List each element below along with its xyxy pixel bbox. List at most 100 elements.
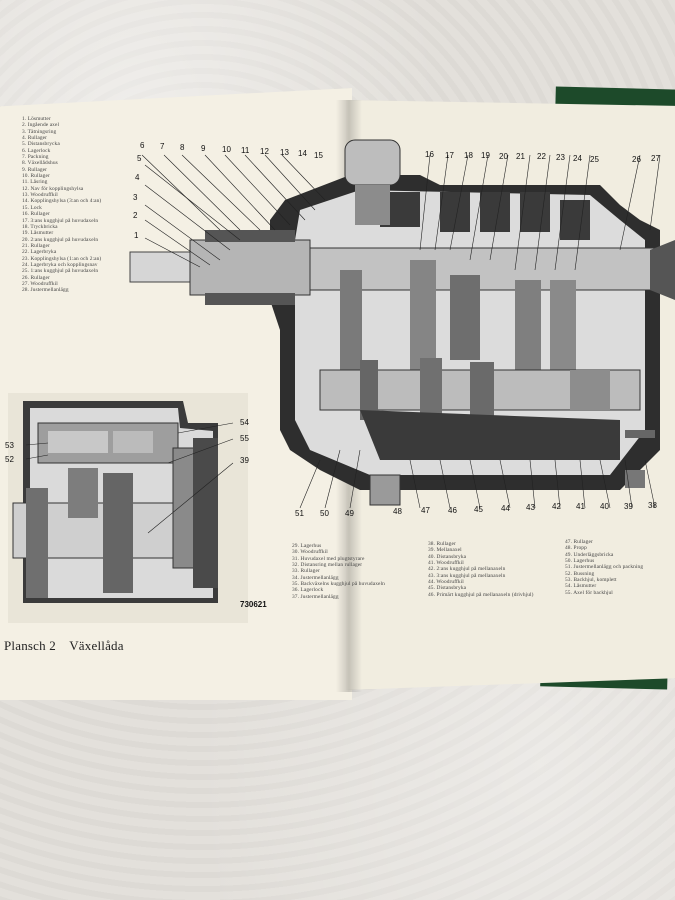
plate-title: Växellåda xyxy=(69,638,124,653)
legend-entry: 32. Distansring mellan rullager xyxy=(292,562,363,569)
legend-entry: 48. Propp xyxy=(565,545,587,552)
legend-entry: 21. Rullager xyxy=(22,242,50,249)
plate-caption: Plansch 2 Växellåda xyxy=(4,638,134,654)
callout-number: 19 xyxy=(481,151,490,160)
legend-entry: 4. Rullager xyxy=(22,135,48,142)
legend-entry: 46. Primärt kugghjul på mellanaxeln (dri… xyxy=(428,591,534,598)
callout-number: 39 xyxy=(240,456,249,465)
callout-number: 7 xyxy=(160,142,165,151)
callout-number: 42 xyxy=(552,502,561,511)
legend-entry: 25. 1:ans kugghjul på huvudaxeln xyxy=(22,268,99,275)
callout-number: 40 xyxy=(600,502,609,511)
legend-entry: 39. Mellanaxel xyxy=(428,547,462,554)
callout-number: 22 xyxy=(537,152,546,161)
legend-entry: 55. Axel för backhjul xyxy=(565,589,613,596)
legend-entry: 34. Justermellanlägg xyxy=(292,574,339,581)
legend-entry: 12. Nav för kopplingshylsa xyxy=(22,185,84,192)
legend-entry: 50. Lagerhus xyxy=(565,558,595,565)
legend-entry: 20. 2:ans kugghjul på huvudaxeln xyxy=(22,236,99,243)
callout-number: 15 xyxy=(314,151,323,160)
callout-number: 16 xyxy=(425,150,434,159)
legend-entry: 2. Ingående axel xyxy=(22,122,60,129)
legend-entry: 9. Rullager xyxy=(22,166,48,173)
legend-entry: 1. Lösmutter xyxy=(22,116,51,122)
callout-number: 10 xyxy=(222,145,231,154)
callout-number: 53 xyxy=(5,441,14,450)
legend-entry: 53. Backhjul, komplett xyxy=(565,577,617,584)
legend-entry: 3. Tätningsring xyxy=(22,128,57,135)
callout-number: 9 xyxy=(201,144,206,153)
legend-entry: 17. 3:ans kugghjul på huvudaxeln xyxy=(22,217,99,224)
legend-entry: 16. Rullager xyxy=(22,211,50,218)
callout-number: 12 xyxy=(260,147,269,156)
legend-entry: 31. Huvudaxel med plugtstyrare xyxy=(292,555,365,562)
legend-entry: 10. Rullager xyxy=(22,173,50,180)
callout-number: 44 xyxy=(501,504,510,513)
callout-number: 50 xyxy=(320,509,329,518)
callout-number: 3 xyxy=(133,193,138,202)
callout-number: 52 xyxy=(5,455,14,464)
callout-number: 23 xyxy=(556,153,565,162)
legend-entry: 13. Woodruffkil xyxy=(22,192,58,199)
legend-entry: 14. Kopplingshylsa (3:an och 4:an) xyxy=(22,198,102,205)
callout-number: 8 xyxy=(180,143,185,152)
gearbox-cross-section-illustration xyxy=(129,139,675,509)
legend-entry: 38. Rullager xyxy=(428,541,456,547)
callout-number: 17 xyxy=(445,151,454,160)
callout-number: 2 xyxy=(133,211,138,220)
callout-number: 20 xyxy=(499,152,508,161)
legend-entry: 45. Distansbryka xyxy=(428,585,467,592)
legend-entry: 49. Underläggsbricka xyxy=(565,551,614,558)
legend-entry: 19. Låsmutter xyxy=(22,230,54,237)
callout-number: 14 xyxy=(298,149,307,158)
legend-entry: 51. Justermellanlägg och packning xyxy=(565,564,644,571)
legend-entry: 23. Kopplingshylsa (1:an och 2:an) xyxy=(22,255,102,262)
callout-number: 43 xyxy=(526,503,535,512)
legend-entry: 42. 2:ans kugghjul på mellanaxeln xyxy=(428,566,506,573)
legend-entry: 5. Distansbrycka xyxy=(22,141,60,148)
callout-number: 38 xyxy=(648,501,657,510)
legend-entry: 47. Rullager xyxy=(565,539,593,545)
legend-entry: 24. Lagerbryka och kopplingsnav xyxy=(22,261,98,268)
callout-number: 18 xyxy=(464,151,473,160)
callout-number: 1 xyxy=(134,231,139,240)
legend-entry: 8. Växellådshus xyxy=(22,160,58,167)
legend-entry: 35. Backväxelns kugghjul på huvudaxeln xyxy=(292,581,385,588)
legend-entry: 41. Woodruffkil xyxy=(428,560,464,567)
figure-number: 730621 xyxy=(240,600,267,609)
callout-number: 11 xyxy=(241,146,250,155)
callout-number: 41 xyxy=(576,502,585,511)
legend-entry: 54. Låsmutter xyxy=(565,583,597,590)
callout-number: 24 xyxy=(573,154,582,163)
legend-entry: 29. Lagerhus xyxy=(292,543,322,549)
callout-number: 5 xyxy=(137,154,142,163)
plate-label: Plansch 2 xyxy=(4,638,56,653)
legend-entry: 30. Woodruffkil xyxy=(292,549,328,556)
callout-number: 26 xyxy=(632,155,641,164)
callout-number: 54 xyxy=(240,418,249,427)
legend-entry: 36. Lagerlock xyxy=(292,587,324,594)
legend-entry: 27. Woodruffkil xyxy=(22,280,58,287)
callout-number: 49 xyxy=(345,509,354,518)
callout-number: 39 xyxy=(624,502,633,511)
legend-entry: 44. Woodruffkil xyxy=(428,579,464,586)
reverse-gear-inset-illustration xyxy=(8,393,248,623)
legend-entry: 26. Rullager xyxy=(22,274,50,281)
legend-entry: 11. Låsring xyxy=(22,179,48,186)
callout-number: 25 xyxy=(590,155,599,164)
legend-entry: 43. 3:ans kugghjul på mellanaxeln xyxy=(428,572,506,579)
legend-entry: 33. Rullager xyxy=(292,568,320,575)
callout-number: 13 xyxy=(280,148,289,157)
legend-entry: 15. Lock xyxy=(22,204,42,211)
callout-number: 48 xyxy=(393,507,402,516)
callout-number: 47 xyxy=(421,506,430,515)
legend-entry: 6. Lagerlock xyxy=(22,147,51,154)
callout-number: 45 xyxy=(474,505,483,514)
legend-entry: 37. Justermellanlägg xyxy=(292,593,339,600)
callout-number: 6 xyxy=(140,141,145,150)
callout-number: 27 xyxy=(651,154,660,163)
